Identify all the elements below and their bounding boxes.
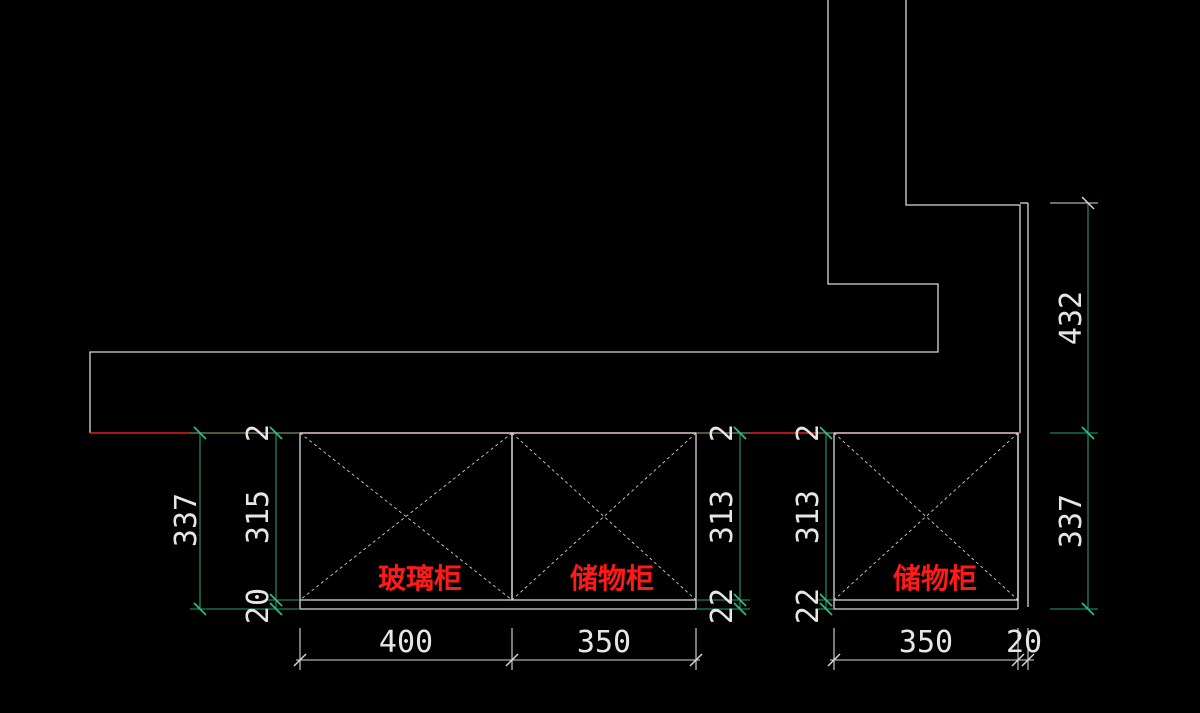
mid-right-height: 313 <box>705 490 740 544</box>
right-total-height: 337 <box>1054 494 1089 548</box>
left-base-height: 20 <box>241 588 276 624</box>
mid-right-base: 22 <box>705 588 740 624</box>
wall-outline <box>89 0 1029 607</box>
left-top-gap: 2 <box>241 424 276 442</box>
storage-cabinet-2 <box>833 432 1019 610</box>
left-cabinet-height: 315 <box>241 490 276 544</box>
left-total-height: 337 <box>169 493 204 547</box>
mid-left-base: 22 <box>791 588 826 624</box>
glass-cabinet-width: 400 <box>379 625 433 660</box>
mid-left-dimension-chain <box>816 426 834 616</box>
bottom-dimension-right <box>827 628 1035 670</box>
storage-cabinet-1-width: 350 <box>577 625 631 660</box>
storage-cabinet-1 <box>511 432 697 610</box>
mid-right-top-gap: 2 <box>705 424 740 442</box>
storage-cabinet-2-width: 350 <box>899 625 953 660</box>
bottom-dimension-left <box>293 628 703 670</box>
mid-right-dimension-chain <box>696 426 750 616</box>
glass-cabinet-label: 玻璃柜 <box>378 562 462 595</box>
mid-left-top-gap: 2 <box>791 424 826 442</box>
mid-left-height: 313 <box>791 490 826 544</box>
storage-cabinet-2-label: 储物柜 <box>893 562 977 595</box>
end-panel-width: 20 <box>1006 625 1042 660</box>
upper-wall-height: 432 <box>1054 291 1089 345</box>
right-dimension-chain <box>1050 196 1098 616</box>
left-dimension-chain <box>190 426 300 616</box>
storage-cabinet-1-label: 储物柜 <box>570 562 654 595</box>
